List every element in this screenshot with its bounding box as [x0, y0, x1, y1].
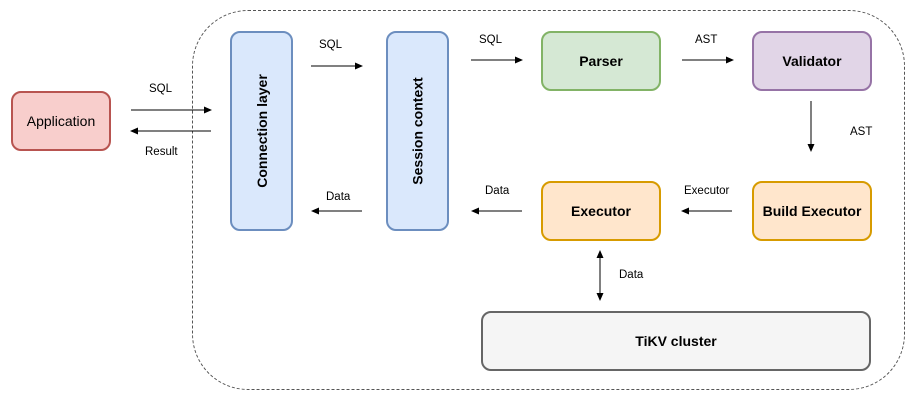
label-conn-to-session: SQL — [319, 39, 343, 51]
label-build-to-executor: Executor — [684, 185, 730, 197]
tidb-server-boundary — [192, 10, 905, 390]
label-session-to-conn: Data — [326, 191, 351, 203]
connection-layer-node[interactable]: Connection layer — [230, 31, 293, 231]
build-executor-node[interactable]: Build Executor — [752, 181, 872, 241]
label-conn-to-app: Result — [145, 146, 178, 158]
tikv-cluster-label: TiKV cluster — [635, 333, 717, 349]
label-executor-to-session: Data — [485, 185, 510, 197]
parser-node[interactable]: Parser — [541, 31, 661, 91]
tikv-cluster-node[interactable]: TiKV cluster — [481, 311, 871, 371]
label-validator-to-build: AST — [850, 126, 873, 138]
executor-label: Executor — [571, 203, 631, 219]
label-session-to-parser: SQL — [479, 34, 503, 46]
validator-label: Validator — [782, 53, 842, 69]
application-node[interactable]: Application — [11, 91, 111, 151]
build-executor-label: Build Executor — [762, 203, 862, 219]
validator-node[interactable]: Validator — [752, 31, 872, 91]
executor-node[interactable]: Executor — [541, 181, 661, 241]
label-app-to-conn: SQL — [149, 83, 173, 95]
label-executor-tikv: Data — [619, 269, 644, 281]
parser-label: Parser — [579, 53, 623, 69]
session-context-node[interactable]: Session context — [386, 31, 449, 231]
label-parser-to-validator: AST — [695, 34, 718, 46]
application-label: Application — [26, 113, 96, 129]
